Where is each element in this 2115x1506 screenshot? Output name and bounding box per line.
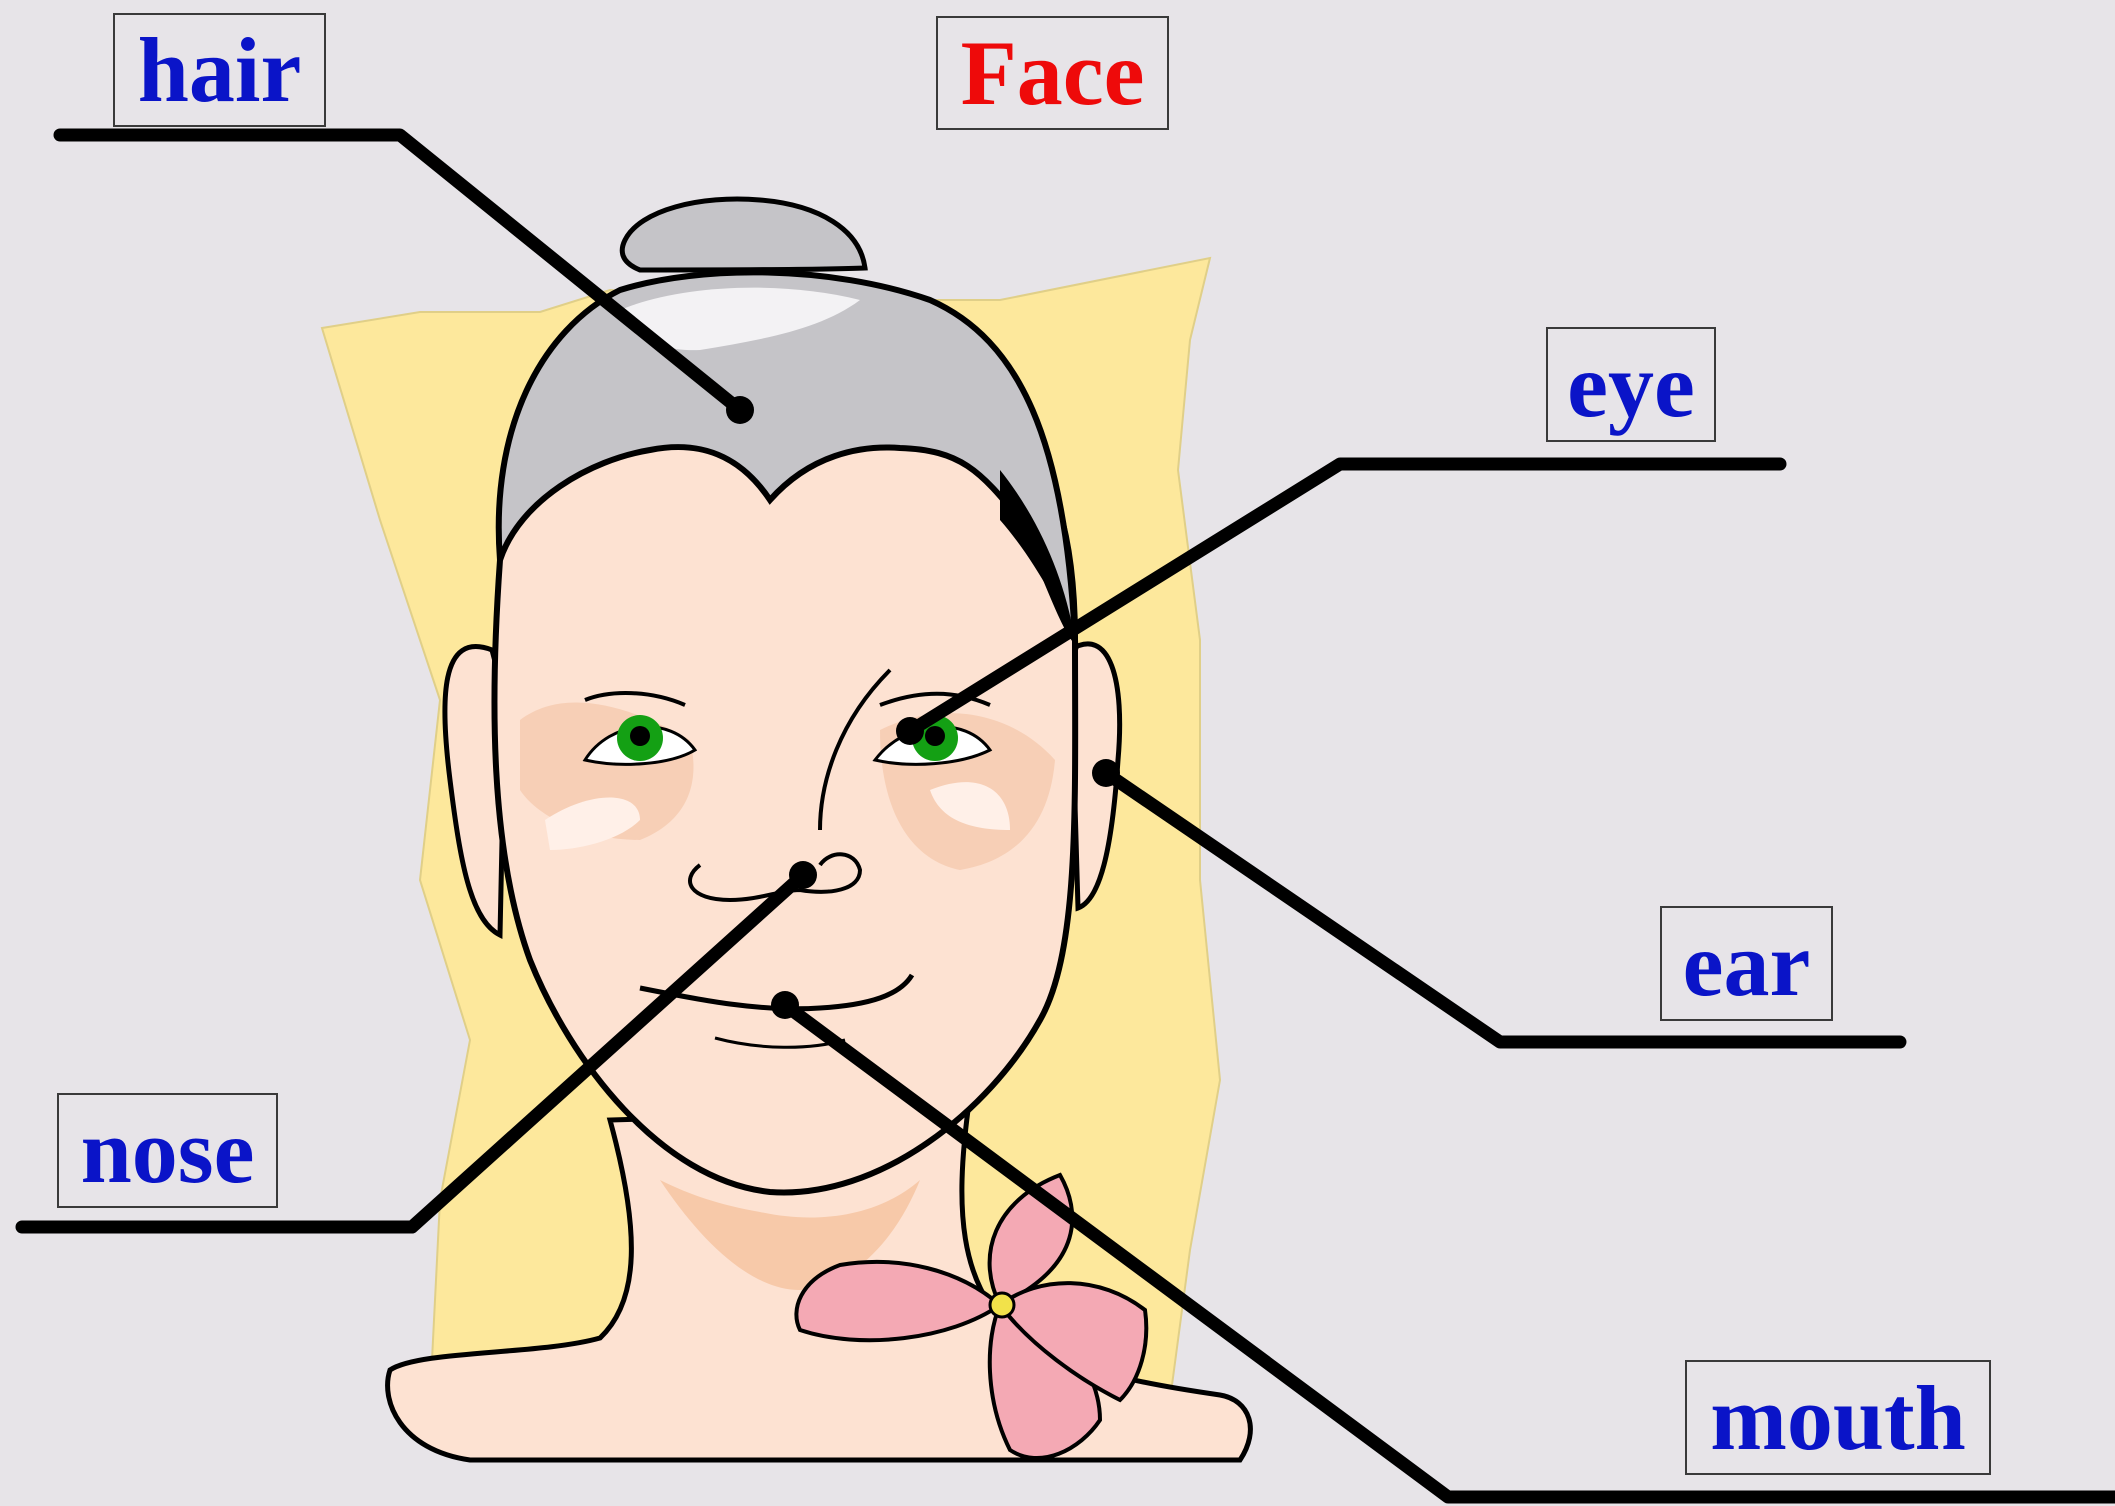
right-pupil (925, 726, 945, 746)
label-ear: ear (1660, 906, 1833, 1021)
label-mouth: mouth (1685, 1360, 1991, 1475)
left-pupil (630, 726, 650, 746)
label-hair: hair (113, 13, 326, 127)
label-eye: eye (1546, 327, 1716, 442)
hair-bun (622, 199, 865, 270)
page-title: Face (936, 16, 1169, 130)
label-nose: nose (57, 1093, 278, 1208)
